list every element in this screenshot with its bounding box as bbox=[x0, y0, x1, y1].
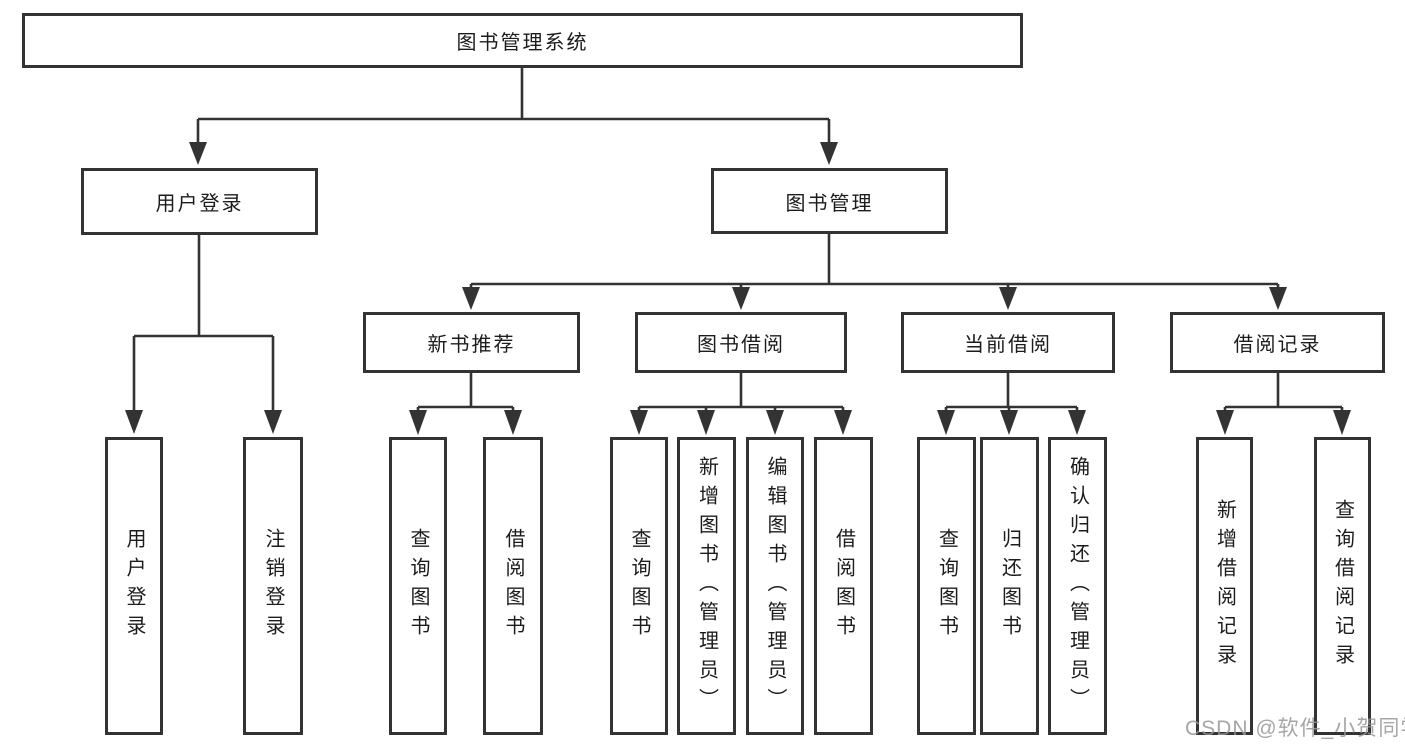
connector-book-management-children bbox=[469, 234, 1280, 288]
arrow-icon bbox=[264, 410, 282, 434]
node-label: 图书管理系统 bbox=[456, 32, 589, 54]
connector-borrow-records-children bbox=[1223, 373, 1344, 411]
arrow-icon bbox=[697, 410, 715, 435]
leaf-query-books: 查询图书 bbox=[610, 437, 668, 735]
node-label: 注销登录 bbox=[262, 528, 284, 644]
node-label: 借阅图书 bbox=[502, 528, 524, 644]
arrow-icon bbox=[1269, 287, 1287, 310]
node-label: 用户登录 bbox=[155, 193, 244, 215]
leaf-logout: 注销登录 bbox=[243, 437, 303, 735]
watermark: CSDN @软件_小贺同学 bbox=[1185, 717, 1405, 740]
arrow-icon bbox=[732, 287, 750, 310]
node-label: 查询借阅记录 bbox=[1331, 499, 1354, 673]
node-user-login: 用户登录 bbox=[81, 168, 318, 235]
arrow-icon bbox=[462, 287, 480, 310]
node-label: 当前借阅 bbox=[964, 334, 1052, 356]
node-book-borrow: 图书借阅 bbox=[635, 312, 847, 373]
node-label: 查询图书 bbox=[628, 528, 650, 644]
node-label: 用户登录 bbox=[123, 528, 145, 644]
arrow-icon bbox=[504, 410, 522, 435]
leaf-borrow-books: 借阅图书 bbox=[814, 437, 873, 735]
arrow-icon bbox=[409, 410, 427, 435]
node-label: 归还图书 bbox=[998, 528, 1021, 644]
node-label: 图书管理 bbox=[785, 192, 874, 215]
arrow-icon bbox=[125, 410, 143, 434]
node-library-management-system: 图书管理系统 bbox=[22, 13, 1023, 68]
node-label: 确认归还（管理员） bbox=[1066, 455, 1089, 717]
node-label: 新书推荐 bbox=[427, 334, 516, 356]
node-current-borrow: 当前借阅 bbox=[901, 312, 1115, 373]
node-label: 借阅图书 bbox=[832, 528, 855, 644]
arrow-icon bbox=[999, 287, 1017, 310]
connector-current-borrow-children bbox=[944, 373, 1079, 411]
arrow-icon bbox=[937, 410, 955, 435]
connector-book-borrow-children bbox=[637, 373, 845, 411]
leaf-edit-books-admin: 编辑图书（管理员） bbox=[746, 437, 804, 735]
node-new-book-recommend: 新书推荐 bbox=[363, 312, 580, 373]
leaf-user-login: 用户登录 bbox=[105, 437, 163, 735]
arrow-icon bbox=[1333, 410, 1351, 435]
arrowheads bbox=[125, 142, 1351, 435]
node-book-management: 图书管理 bbox=[711, 168, 948, 234]
arrow-icon bbox=[1068, 410, 1086, 435]
leaf-query-borrow-record: 查询借阅记录 bbox=[1314, 437, 1371, 735]
arrow-icon bbox=[189, 142, 207, 165]
connector-user-login-children bbox=[132, 235, 275, 412]
leaf-query-books: 查询图书 bbox=[917, 437, 976, 735]
node-label: 新增图书（管理员） bbox=[695, 455, 718, 717]
node-label: 图书借阅 bbox=[697, 334, 785, 356]
node-label: 查询图书 bbox=[407, 528, 429, 644]
leaf-add-borrow-record: 新增借阅记录 bbox=[1196, 437, 1253, 735]
arrow-icon bbox=[1216, 410, 1234, 435]
node-label: 查询图书 bbox=[935, 528, 958, 644]
arrow-icon bbox=[820, 142, 838, 165]
node-label: 新增借阅记录 bbox=[1213, 499, 1236, 673]
arrow-icon bbox=[766, 410, 784, 435]
node-label: 借阅记录 bbox=[1233, 334, 1322, 356]
arrow-icon bbox=[630, 410, 648, 435]
node-borrow-records: 借阅记录 bbox=[1170, 312, 1385, 373]
leaf-borrow-books: 借阅图书 bbox=[483, 437, 543, 735]
connector-new-book-children bbox=[416, 373, 515, 411]
leaf-confirm-return-admin: 确认归还（管理员） bbox=[1048, 437, 1107, 735]
node-label: 编辑图书（管理员） bbox=[764, 455, 786, 717]
connector-root-to-level2 bbox=[196, 68, 831, 144]
leaf-query-books: 查询图书 bbox=[389, 437, 447, 735]
leaf-add-books-admin: 新增图书（管理员） bbox=[677, 437, 736, 735]
leaf-return-books: 归还图书 bbox=[980, 437, 1039, 735]
arrow-icon bbox=[834, 410, 852, 435]
arrow-icon bbox=[1000, 410, 1018, 435]
